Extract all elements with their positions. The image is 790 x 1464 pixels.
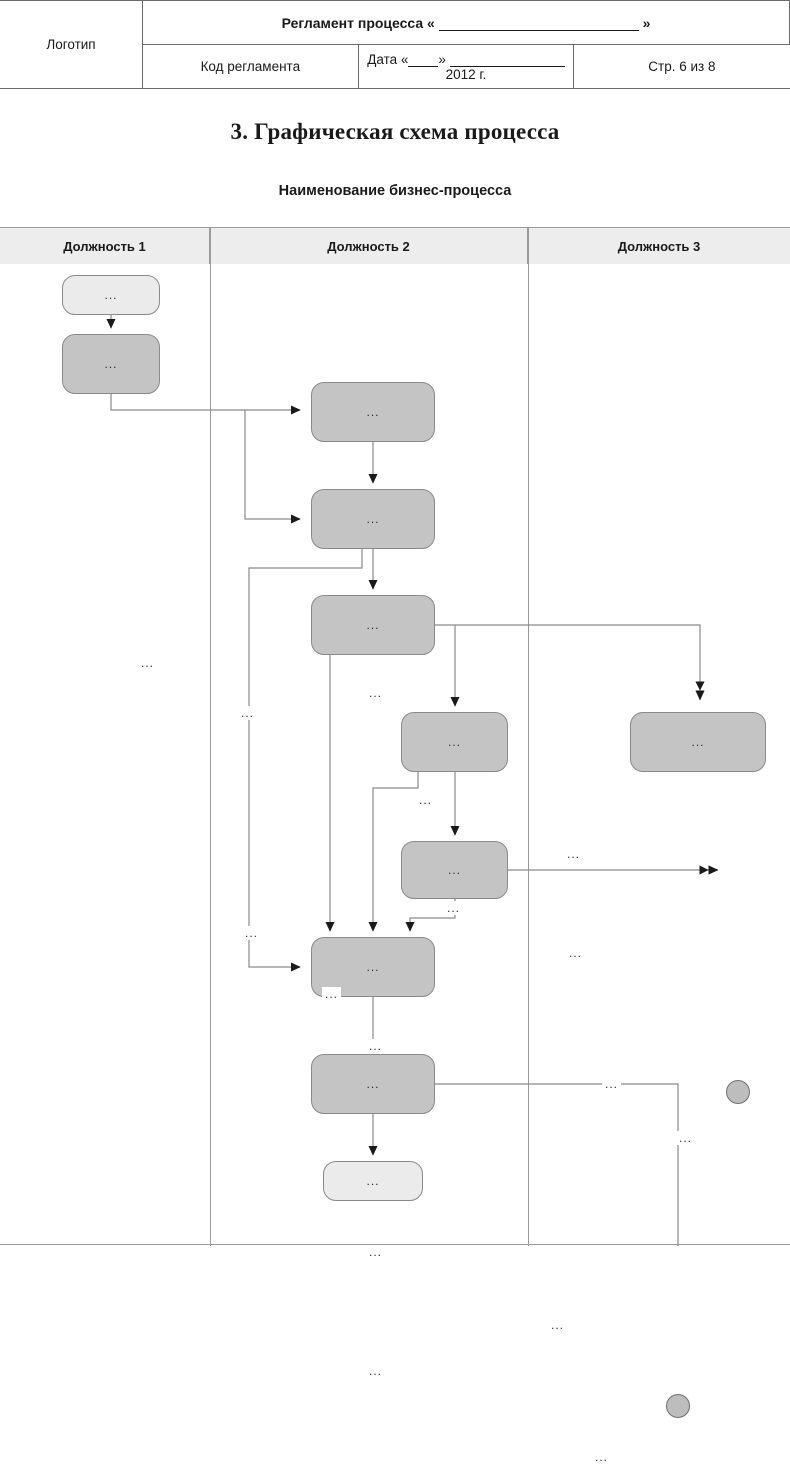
date-cell: Дата « » 2012 г. [357,44,575,89]
date-day-blank [408,53,439,67]
edge-label-el15: ... [548,1318,568,1332]
page-title: 3. Графическая схема процесса [230,119,560,144]
logo-label: Логотип [46,37,96,52]
edge-label-el14: ... [366,1364,386,1378]
date-suffix: 2012 г. [445,66,487,82]
date-mid: » [438,51,446,67]
edge-label-el12: ... [676,1131,696,1145]
process-node-n6[interactable]: ... [401,712,508,772]
regulation-code-cell: Код регламента [142,44,359,89]
page-number-cell: Стр. 6 из 8 [573,44,790,89]
edge-label-el2: ... [366,686,386,700]
edge-label-el9: ... [322,987,342,1001]
date-prefix: Дата « [367,51,409,67]
edge-label-el4: ... [416,793,436,807]
process-name-heading: Наименование бизнес-процесса [278,183,512,199]
edge-label-el16: ... [592,1450,612,1464]
date-month-blank [449,53,565,67]
page-number-label: Стр. 6 из 8 [648,59,716,74]
lane-header-1: Должность 1 [0,228,210,264]
process-flow-diagram: Должность 1 Должность 2 Должность 3 [0,227,790,1464]
process-node-n9[interactable]: ... [311,1054,435,1114]
process-node-n1[interactable]: ... [62,275,160,315]
lane-header-3: Должность 3 [528,228,790,264]
lane-header-2: Должность 2 [210,228,528,264]
process-node-n7[interactable]: ... [401,841,508,899]
edge-label-el3: ... [238,706,258,720]
edge-label-el7: ... [566,946,586,960]
regulation-title-blank [438,16,639,31]
process-node-n3[interactable]: ... [311,382,435,442]
regulation-title-suffix: » [642,14,651,31]
edge-label-el13: ... [366,1245,386,1259]
logo-cell: Логотип [0,0,143,89]
edge-label-el10: ... [366,1039,386,1053]
end-node-e1[interactable] [726,1080,750,1104]
regulation-code-label: Код регламента [200,59,301,74]
lane-divider-2 [528,228,529,1246]
edge-label-el11: ... [602,1077,622,1091]
regulation-title-cell: Регламент процесса « » [142,0,790,45]
process-node-n4[interactable]: ... [311,489,435,549]
lane-divider-1 [210,228,211,1246]
edge-label-el8: ... [242,926,262,940]
lane-header-row: Должность 1 Должность 2 Должность 3 [0,228,790,264]
process-node-n10[interactable]: ... [323,1161,423,1201]
document-header-table: Логотип Регламент процесса « » Код регла… [0,0,790,89]
regulation-title-prefix: Регламент процесса « [281,14,435,31]
edge-label-el6: ... [444,901,464,915]
process-node-n11[interactable]: ... [630,712,766,772]
process-node-n5[interactable]: ... [311,595,435,655]
edge-label-el5: ... [564,847,584,861]
end-node-e2[interactable] [666,1394,690,1418]
edge-label-el1: ... [138,656,158,670]
process-node-n2[interactable]: ... [62,334,160,394]
